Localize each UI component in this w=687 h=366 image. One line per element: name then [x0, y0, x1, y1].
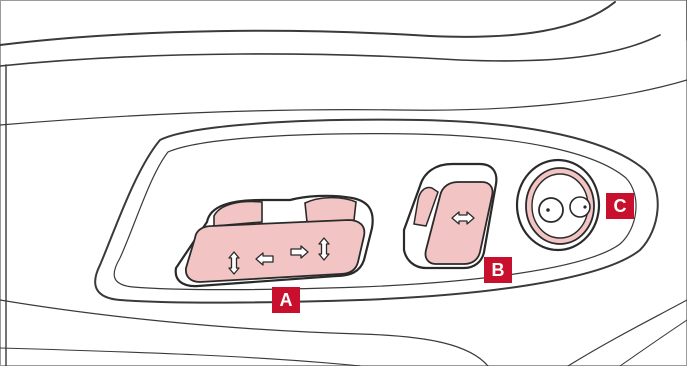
callout-label-c: C [606, 193, 634, 219]
seat-position-switch-a[interactable] [176, 196, 373, 286]
backrest-switch-b[interactable] [404, 164, 496, 268]
callout-label-a: A [272, 287, 300, 313]
callout-label-b: B [484, 257, 512, 283]
rotary-knob-c[interactable] [517, 160, 599, 250]
